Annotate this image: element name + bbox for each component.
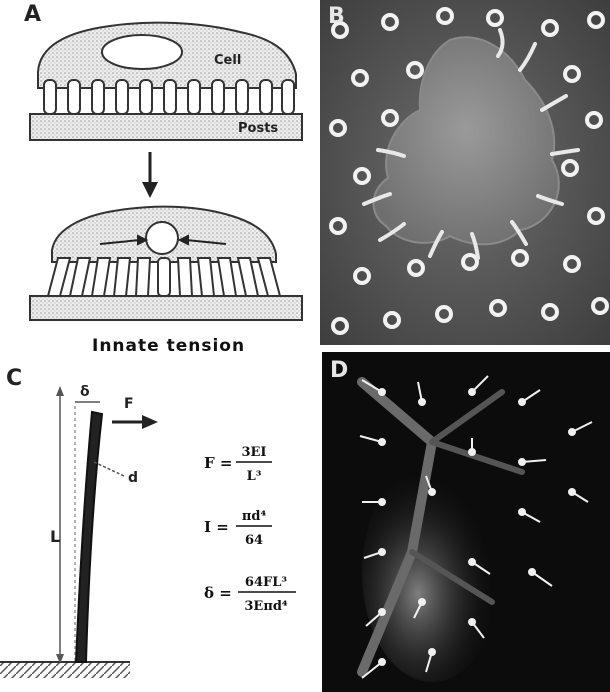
innate-tension-caption: Innate tension [92, 336, 245, 356]
nucleus-contracted [146, 222, 178, 254]
down-arrow-icon [142, 152, 158, 198]
svg-text:L³: L³ [247, 469, 262, 484]
svg-text:δ =: δ = [204, 584, 232, 602]
force-label: F [124, 396, 134, 412]
equation-deflection: δ = 64FL³ 3Eπd⁴ [204, 575, 296, 614]
posts-label: Posts [238, 121, 278, 136]
panel-b-letter: B [328, 4, 345, 29]
post-deflection-diagram: L δ F d F = 3EI L³ I = πd⁴ 64 δ [0, 362, 318, 692]
delta-label: δ [80, 384, 90, 400]
svg-text:64: 64 [245, 533, 263, 548]
substrate-bottom [30, 296, 302, 320]
svg-text:πd⁴: πd⁴ [242, 509, 267, 524]
length-label: L [50, 527, 60, 546]
svg-text:I =: I = [204, 518, 229, 536]
relaxed-state: Cell Posts [30, 23, 302, 140]
cell-label: Cell [214, 53, 241, 68]
sem-micrograph [320, 0, 610, 345]
svg-text:64FL³: 64FL³ [245, 575, 287, 590]
panel-c: C L δ F d F = [0, 362, 318, 692]
deflected-post [76, 412, 102, 662]
svg-text:F =: F = [204, 454, 232, 472]
panel-c-letter: C [6, 366, 22, 391]
panel-a: A [0, 0, 318, 362]
force-map-micrograph [322, 352, 610, 692]
svg-text:3Eπd⁴: 3Eπd⁴ [244, 599, 288, 614]
posts-cell-diagram: Cell Posts [0, 0, 318, 362]
nucleus [102, 35, 182, 69]
panel-b: B [320, 0, 610, 345]
contracted-state [30, 207, 302, 320]
diameter-label: d [128, 470, 138, 486]
ground-hatch [0, 662, 130, 678]
posts-deflected [48, 258, 280, 296]
equation-inertia: I = πd⁴ 64 [204, 509, 272, 548]
panel-d: D [322, 352, 610, 692]
panel-d-letter: D [330, 358, 348, 383]
panel-a-letter: A [24, 2, 41, 27]
force-arrow-icon [112, 415, 158, 429]
equation-force: F = 3EI L³ [204, 445, 272, 484]
svg-text:3EI: 3EI [241, 445, 266, 460]
